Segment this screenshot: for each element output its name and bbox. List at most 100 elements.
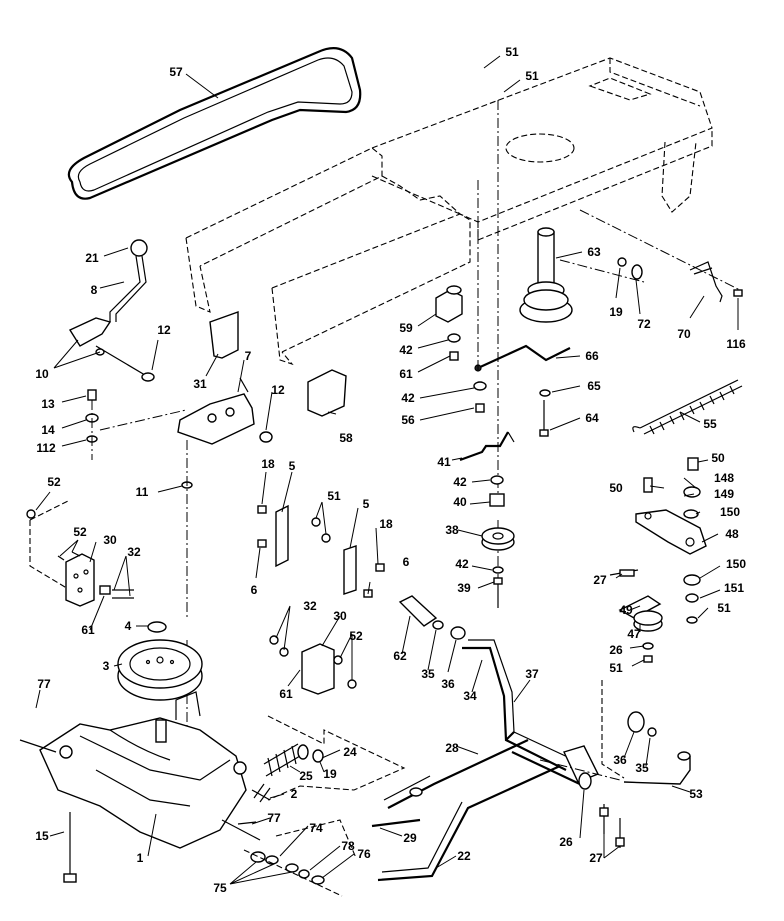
callout-12: 12 [157,323,171,337]
callout-57: 57 [169,65,183,79]
callout-25: 25 [299,769,313,783]
callout-78: 78 [341,839,355,853]
callout-48: 48 [725,527,739,541]
callout-51: 51 [609,661,623,675]
callout-7: 7 [245,349,252,363]
callout-51: 51 [525,69,539,83]
callout-49: 49 [619,603,633,617]
callout-51: 51 [327,489,341,503]
callout-52: 52 [73,525,87,539]
callout-32: 32 [303,599,317,613]
callout-35: 35 [635,761,649,775]
callout-38: 38 [445,523,459,537]
callout-56: 56 [401,413,415,427]
callout-6: 6 [403,555,410,569]
callout-52: 52 [47,475,61,489]
callout-116: 116 [726,337,746,351]
callout-15: 15 [35,829,49,843]
callout-30: 30 [103,533,117,547]
callout-30: 30 [333,609,347,623]
callout-149: 149 [714,487,734,501]
callout-1: 1 [137,851,144,865]
callout-36: 36 [441,677,455,691]
callout-37: 37 [525,667,539,681]
callout-28: 28 [445,741,459,755]
callout-35: 35 [421,667,435,681]
callout-19: 19 [323,767,337,781]
callout-42: 42 [453,475,467,489]
extension-spring [632,379,743,435]
brake-bracket-assembly [177,311,347,445]
callout-51: 51 [505,45,519,59]
callout-13: 13 [41,397,55,411]
callout-31: 31 [193,377,207,391]
shift-lever-assembly [68,239,155,382]
callout-62: 62 [393,649,407,663]
callout-5: 5 [363,497,370,511]
callout-26: 26 [559,835,573,849]
callout-27: 27 [593,573,607,587]
center-bracket-assembly [257,504,385,695]
drive-belt [67,47,362,200]
drive-belt-inner [77,57,353,192]
callout-150: 150 [726,557,746,571]
tension-spring-assembly [251,715,406,803]
callout-14: 14 [41,423,55,437]
callout-42: 42 [401,391,415,405]
transmission-pulley [117,621,203,701]
callout-32: 32 [127,545,141,559]
callout-4: 4 [125,619,132,633]
callout-22: 22 [457,849,471,863]
callout-39: 39 [457,581,471,595]
callout-52: 52 [349,629,363,643]
callout-61: 61 [81,623,95,637]
callout-61: 61 [399,367,413,381]
callout-11: 11 [136,485,149,499]
callout-12: 12 [271,383,285,397]
callout-5: 5 [289,459,296,473]
callout-40: 40 [453,495,467,509]
callout-42: 42 [399,343,413,357]
callout-75: 75 [213,881,227,895]
brake-arm-assembly [601,457,707,779]
callout-64: 64 [585,411,599,425]
callout-50: 50 [609,481,623,495]
axle-washer-stack [237,819,357,897]
callout-77: 77 [37,677,51,691]
callout-76: 76 [357,847,371,861]
callout-74: 74 [309,821,323,835]
callout-34: 34 [463,689,477,703]
callout-77: 77 [267,811,281,825]
callout-21: 21 [85,251,99,265]
callout-70: 70 [677,327,691,341]
clutch-idler-arm-assembly [435,100,571,610]
callout-55: 55 [703,417,717,431]
callout-36: 36 [613,753,627,767]
callout-10: 10 [35,367,49,381]
callout-19: 19 [609,305,623,319]
callout-150: 150 [720,505,740,519]
callout-18: 18 [379,517,393,531]
linkage-rods [371,595,691,882]
callout-8: 8 [91,283,98,297]
callout-2: 2 [291,787,298,801]
callout-59: 59 [399,321,413,335]
callout-148: 148 [714,471,734,485]
callout-65: 65 [587,379,601,393]
callout-51: 51 [717,601,731,615]
callout-24: 24 [343,745,357,759]
idler-pulley-assembly [519,209,743,323]
callout-58: 58 [339,431,353,445]
callout-47: 47 [627,627,641,641]
callout-72: 72 [637,317,651,331]
callout-29: 29 [403,831,417,845]
callout-27: 27 [589,851,603,865]
callout-leaders [35,55,739,885]
callout-53: 53 [689,787,703,801]
transaxle [19,691,261,883]
callout-151: 151 [724,581,744,595]
callout-61: 61 [279,687,293,701]
callout-3: 3 [103,659,110,673]
callout-41: 41 [437,455,451,469]
